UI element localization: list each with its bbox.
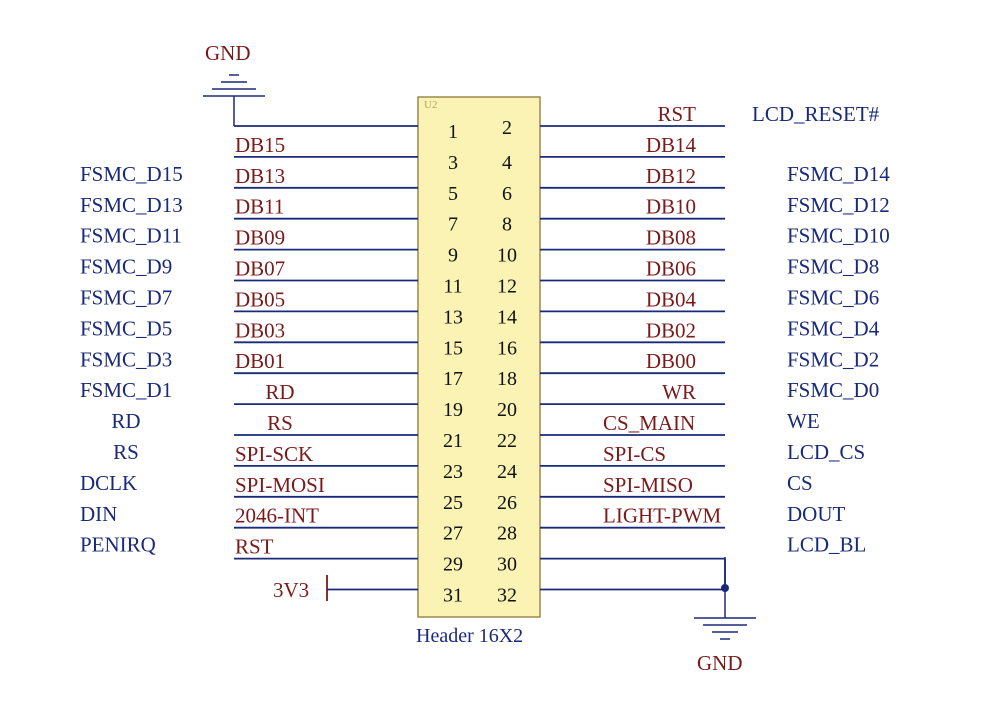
right-net-label: DB10 bbox=[646, 195, 696, 219]
right-net-label: RST bbox=[657, 102, 696, 126]
pin-number-12: 12 bbox=[497, 276, 517, 298]
right-signal-label: FSMC_D14 bbox=[787, 162, 890, 186]
pin-number-3: 3 bbox=[448, 152, 458, 174]
pin-number-29: 29 bbox=[443, 554, 463, 576]
right-net-label: CS_MAIN bbox=[603, 411, 695, 435]
right-net-label: DB02 bbox=[646, 318, 696, 342]
pin-number-17: 17 bbox=[443, 368, 463, 390]
right-signal-label: FSMC_D4 bbox=[787, 316, 880, 340]
right-net-label: LIGHT-PWM bbox=[603, 504, 722, 528]
left-signal-label: DIN bbox=[80, 502, 117, 526]
pin-number-30: 30 bbox=[497, 554, 517, 576]
left-signal-label: FSMC_D1 bbox=[80, 378, 172, 402]
right-net-label: SPI-MISO bbox=[603, 473, 693, 497]
right-signal-label: WE bbox=[787, 409, 820, 433]
left-net-label: DB13 bbox=[235, 164, 285, 188]
left-signal-label: FSMC_D11 bbox=[80, 224, 182, 248]
left-net-label: DB03 bbox=[235, 318, 285, 342]
pin-number-13: 13 bbox=[443, 306, 463, 328]
left-net-label: DB11 bbox=[235, 195, 284, 219]
pin-number-14: 14 bbox=[497, 306, 517, 328]
right-net-label: DB12 bbox=[646, 164, 696, 188]
header-designator: U2 bbox=[424, 99, 437, 111]
pin-number-27: 27 bbox=[443, 523, 463, 545]
right-net-label: DB08 bbox=[646, 226, 696, 250]
pin-number-20: 20 bbox=[497, 399, 517, 421]
right-signal-label: LCD_BL bbox=[787, 533, 866, 557]
left-net-label: DB15 bbox=[235, 133, 285, 157]
pin-number-6: 6 bbox=[502, 183, 512, 205]
left-net-label: 2046-INT bbox=[235, 504, 319, 528]
right-signal-label: CS bbox=[787, 471, 813, 495]
pin-number-24: 24 bbox=[497, 461, 517, 483]
pin-number-28: 28 bbox=[497, 523, 517, 545]
right-signal-label: FSMC_D12 bbox=[787, 193, 890, 217]
right-signal-label: FSMC_D10 bbox=[787, 224, 890, 248]
left-signal-label: FSMC_D13 bbox=[80, 193, 183, 217]
pin-number-5: 5 bbox=[448, 183, 458, 205]
left-signal-label: RS bbox=[113, 440, 139, 464]
left-signal-label: DCLK bbox=[80, 471, 137, 495]
right-net-label: DB14 bbox=[646, 133, 697, 157]
pin-number-25: 25 bbox=[443, 492, 463, 514]
left-signal-label: FSMC_D5 bbox=[80, 316, 172, 340]
left-net-label: RS bbox=[267, 411, 293, 435]
left-signal-label: RD bbox=[111, 409, 140, 433]
left-net-label: DB07 bbox=[235, 257, 285, 281]
gnd-bottom-label: GND bbox=[697, 651, 743, 675]
pin-number-4: 4 bbox=[502, 152, 512, 174]
pin-number-15: 15 bbox=[443, 337, 463, 359]
right-net-label: DB06 bbox=[646, 257, 696, 281]
left-net-label: RST bbox=[235, 535, 274, 559]
right-signal-label: LCD_RESET# bbox=[752, 102, 880, 126]
pin-number-9: 9 bbox=[448, 245, 458, 267]
left-signal-label: FSMC_D9 bbox=[80, 255, 172, 279]
left-pins: 13DB15FSMC_D155DB13FSMC_D137DB11FSMC_D11… bbox=[80, 121, 463, 607]
left-signal-label: PENIRQ bbox=[80, 533, 156, 557]
pin-number-16: 16 bbox=[497, 337, 517, 359]
right-signal-label: FSMC_D0 bbox=[787, 378, 879, 402]
pin-number-23: 23 bbox=[443, 461, 463, 483]
pin-number-26: 26 bbox=[497, 492, 517, 514]
left-net-label: DB09 bbox=[235, 226, 285, 250]
header-body bbox=[417, 96, 541, 618]
pin-number-2: 2 bbox=[502, 117, 512, 139]
power-3v3-label: 3V3 bbox=[273, 578, 309, 602]
left-net-label: SPI-MOSI bbox=[235, 473, 325, 497]
left-signal-label: FSMC_D3 bbox=[80, 347, 172, 371]
pin-number-18: 18 bbox=[497, 368, 517, 390]
right-net-label: DB00 bbox=[646, 349, 696, 373]
right-signal-label: FSMC_D8 bbox=[787, 255, 879, 279]
pin-number-31: 31 bbox=[443, 585, 463, 607]
left-net-label: DB01 bbox=[235, 349, 285, 373]
right-signal-label: FSMC_D6 bbox=[787, 286, 879, 310]
left-signal-label: FSMC_D7 bbox=[80, 286, 172, 310]
left-net-label: DB05 bbox=[235, 287, 285, 311]
left-net-label: RD bbox=[265, 380, 294, 404]
right-signal-label: LCD_CS bbox=[787, 440, 865, 464]
pin-number-32: 32 bbox=[497, 585, 517, 607]
right-net-label: DB04 bbox=[646, 287, 697, 311]
pin-number-19: 19 bbox=[443, 399, 463, 421]
right-net-label: WR bbox=[662, 380, 696, 404]
pin-number-21: 21 bbox=[443, 430, 463, 452]
pin-number-22: 22 bbox=[497, 430, 517, 452]
gnd-top-label: GND bbox=[205, 41, 251, 65]
pin-number-10: 10 bbox=[497, 245, 517, 267]
header-label: Header 16X2 bbox=[416, 625, 523, 647]
left-net-label: SPI-SCK bbox=[235, 442, 313, 466]
pin-number-8: 8 bbox=[502, 214, 512, 236]
left-signal-label: FSMC_D15 bbox=[80, 162, 183, 186]
pin-number-7: 7 bbox=[448, 214, 458, 236]
pin-number-11: 11 bbox=[443, 276, 462, 298]
pin-number-1: 1 bbox=[448, 121, 458, 143]
right-signal-label: DOUT bbox=[787, 502, 845, 526]
right-signal-label: FSMC_D2 bbox=[787, 347, 879, 371]
ground-symbol-top bbox=[203, 74, 265, 126]
right-net-label: SPI-CS bbox=[603, 442, 666, 466]
